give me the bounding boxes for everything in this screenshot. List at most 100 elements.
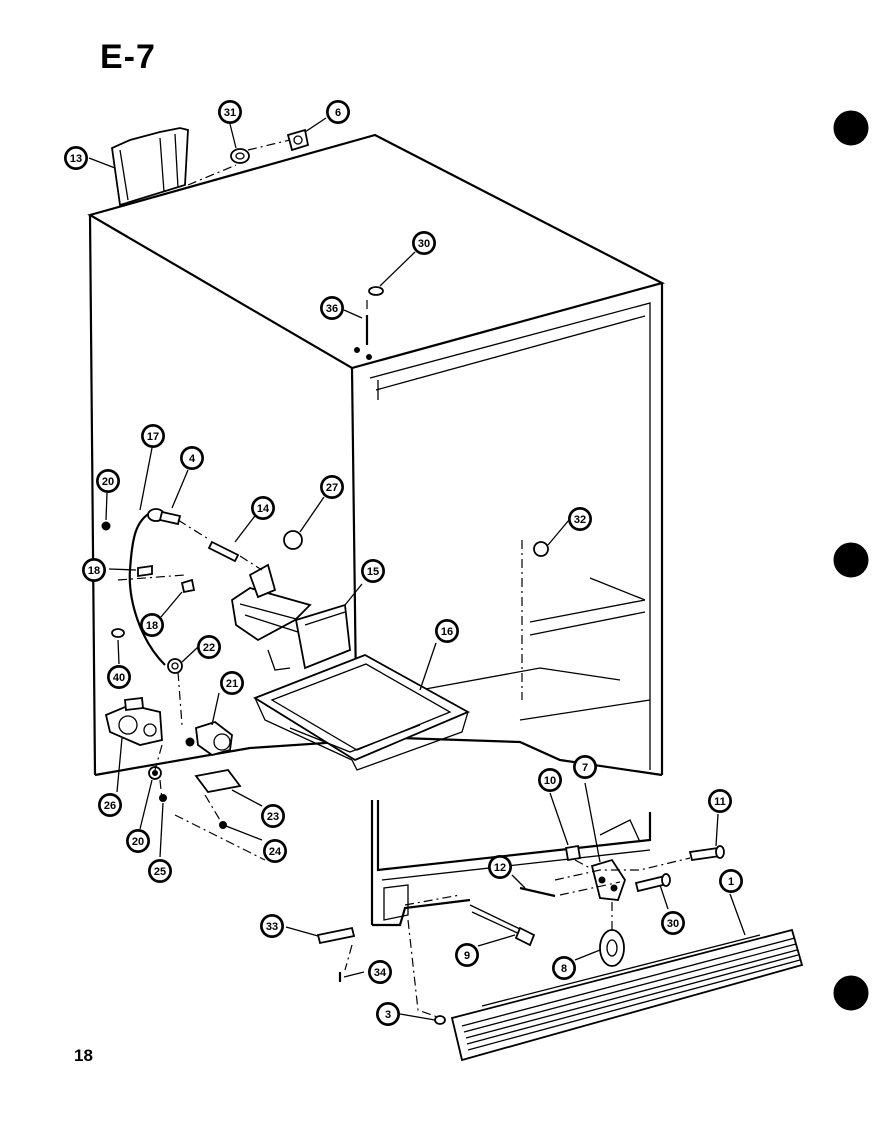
callout-label: 40 bbox=[113, 672, 125, 684]
callout-label: 34 bbox=[374, 967, 387, 979]
callout-18: 18 bbox=[140, 613, 164, 637]
callout-22: 22 bbox=[197, 635, 221, 659]
part-4-valve-fitting bbox=[147, 508, 182, 526]
callout-27: 27 bbox=[320, 475, 344, 499]
part-16-ice-bin bbox=[252, 654, 471, 771]
part-30-bolt-lower bbox=[634, 873, 671, 893]
callout-label: 12 bbox=[494, 862, 506, 874]
callout-label: 18 bbox=[146, 620, 158, 632]
part-3-screw bbox=[434, 1015, 446, 1025]
callout-label: 30 bbox=[418, 238, 430, 250]
callout-label: 9 bbox=[464, 950, 470, 962]
part-31-grommet bbox=[230, 148, 250, 164]
part-15-ice-maker bbox=[231, 563, 351, 671]
callout-label: 15 bbox=[367, 566, 379, 578]
page-number: 18 bbox=[74, 1046, 93, 1065]
callout-label: 13 bbox=[70, 153, 82, 165]
part-36-pin bbox=[354, 315, 372, 360]
part-17-water-tube bbox=[128, 511, 166, 666]
part-11-bolt bbox=[688, 845, 725, 862]
callout-label: 33 bbox=[266, 921, 278, 933]
assembly-lines bbox=[154, 139, 691, 1019]
part-12-pin bbox=[519, 886, 556, 898]
callout-25: 25 bbox=[148, 859, 172, 883]
callout-40: 40 bbox=[107, 665, 131, 689]
binder-hole-middle bbox=[833, 542, 869, 578]
page-title: E-7 bbox=[100, 38, 156, 76]
callout-17: 17 bbox=[141, 424, 165, 448]
part-25-screw bbox=[159, 794, 167, 802]
callout-label: 6 bbox=[335, 107, 341, 119]
callout-24: 24 bbox=[263, 839, 287, 863]
part-22-nut bbox=[167, 658, 183, 674]
callout-21: 21 bbox=[220, 671, 244, 695]
part-26-bracket-valve bbox=[104, 696, 163, 746]
callout-label: 14 bbox=[257, 503, 270, 515]
part-20-screw-upper bbox=[101, 521, 111, 531]
callout-18: 18 bbox=[82, 558, 106, 582]
part-20-screw-lower bbox=[148, 766, 162, 780]
callout-label: 27 bbox=[326, 482, 338, 494]
part-13-rear-bracket bbox=[111, 127, 189, 207]
callout-label: 10 bbox=[544, 775, 556, 787]
callout-4: 4 bbox=[180, 446, 204, 470]
callout-16: 16 bbox=[435, 619, 459, 643]
callout-11: 11 bbox=[708, 789, 732, 813]
callout-label: 8 bbox=[561, 963, 567, 975]
callout-label: 16 bbox=[441, 626, 453, 638]
callout-label: 20 bbox=[132, 836, 144, 848]
part-7-hinge bbox=[590, 858, 626, 901]
callout-label: 25 bbox=[154, 866, 166, 878]
part-27-plug bbox=[283, 530, 303, 550]
part-8-roller bbox=[599, 929, 625, 967]
callout-label: 23 bbox=[267, 811, 279, 823]
callout-32: 32 bbox=[568, 507, 592, 531]
callout-label: 18 bbox=[88, 565, 100, 577]
callout-label: 11 bbox=[714, 796, 726, 808]
callout-label: 4 bbox=[189, 453, 196, 465]
callout-23: 23 bbox=[261, 804, 285, 828]
part-33-slide bbox=[316, 926, 356, 945]
callout-33: 33 bbox=[260, 914, 284, 938]
callout-3: 3 bbox=[376, 1002, 400, 1026]
part-21-water-valve bbox=[185, 721, 233, 756]
leader-lines bbox=[88, 117, 746, 1021]
callout-14: 14 bbox=[251, 496, 275, 520]
part-24-screw bbox=[219, 821, 227, 829]
callout-label: 24 bbox=[269, 846, 282, 858]
callout-label: 26 bbox=[104, 800, 116, 812]
part-18-clamp-upper bbox=[117, 564, 186, 581]
callout-20: 20 bbox=[126, 829, 150, 853]
callout-label: 1 bbox=[728, 876, 734, 888]
callout-label: 22 bbox=[203, 642, 215, 654]
callout-20: 20 bbox=[96, 469, 120, 493]
callout-label: 3 bbox=[385, 1009, 391, 1021]
callout-13: 13 bbox=[64, 146, 88, 170]
callout-label: 20 bbox=[102, 476, 114, 488]
part-10-bushing bbox=[564, 844, 582, 862]
callout-7: 7 bbox=[573, 755, 597, 779]
part-32-button bbox=[533, 541, 549, 557]
part-40-washer bbox=[111, 628, 125, 638]
callout-34: 34 bbox=[368, 960, 392, 984]
callout-8: 8 bbox=[552, 956, 576, 980]
callout-label: 30 bbox=[667, 918, 679, 930]
callout-1: 1 bbox=[719, 869, 743, 893]
binder-hole-bottom bbox=[833, 975, 869, 1011]
callout-label: 7 bbox=[582, 762, 588, 774]
part-14-fill-tube bbox=[207, 540, 240, 563]
cabinet-body bbox=[87, 133, 666, 927]
callout-26: 26 bbox=[98, 793, 122, 817]
part-23-plate bbox=[194, 769, 242, 793]
callout-31: 31 bbox=[218, 100, 242, 124]
callout-30: 30 bbox=[661, 911, 685, 935]
part-6-clip bbox=[286, 128, 310, 152]
callout-label: 36 bbox=[326, 303, 338, 315]
callout-30: 30 bbox=[412, 231, 436, 255]
callout-10: 10 bbox=[538, 768, 562, 792]
callout-label: 32 bbox=[574, 514, 586, 526]
callout-6: 6 bbox=[326, 100, 350, 124]
